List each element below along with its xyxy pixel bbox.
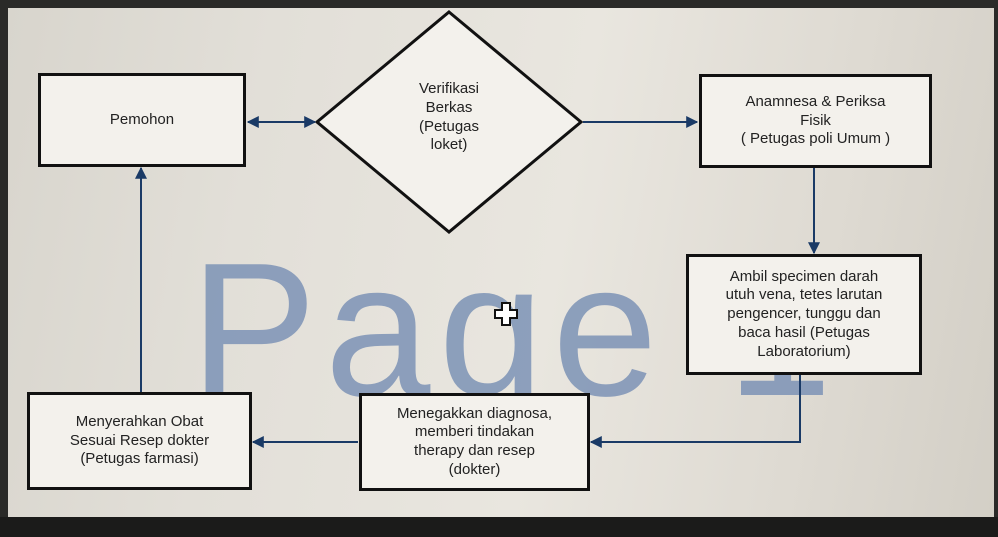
node-ambil-specimen: Ambil specimen darah utuh vena, tetes la…: [686, 254, 922, 375]
decision-diamond: [314, 10, 584, 234]
node-pemohon: Pemohon: [38, 73, 246, 167]
arrow-specimen-diagnosa: [589, 374, 801, 448]
node-verifikasi-berkas: Verifikasi Berkas (Petugas loket): [418, 80, 480, 154]
monitor-bezel: [0, 517, 998, 537]
node-diagnosa: Menegakkan diagnosa, memberi tindakan th…: [359, 393, 590, 491]
node-farmasi: Menyerahkan Obat Sesuai Resep dokter (Pe…: [27, 392, 252, 490]
node-anamnesa: Anamnesa & Periksa Fisik ( Petugas poli …: [699, 74, 932, 168]
move-cursor-icon: [494, 302, 518, 326]
